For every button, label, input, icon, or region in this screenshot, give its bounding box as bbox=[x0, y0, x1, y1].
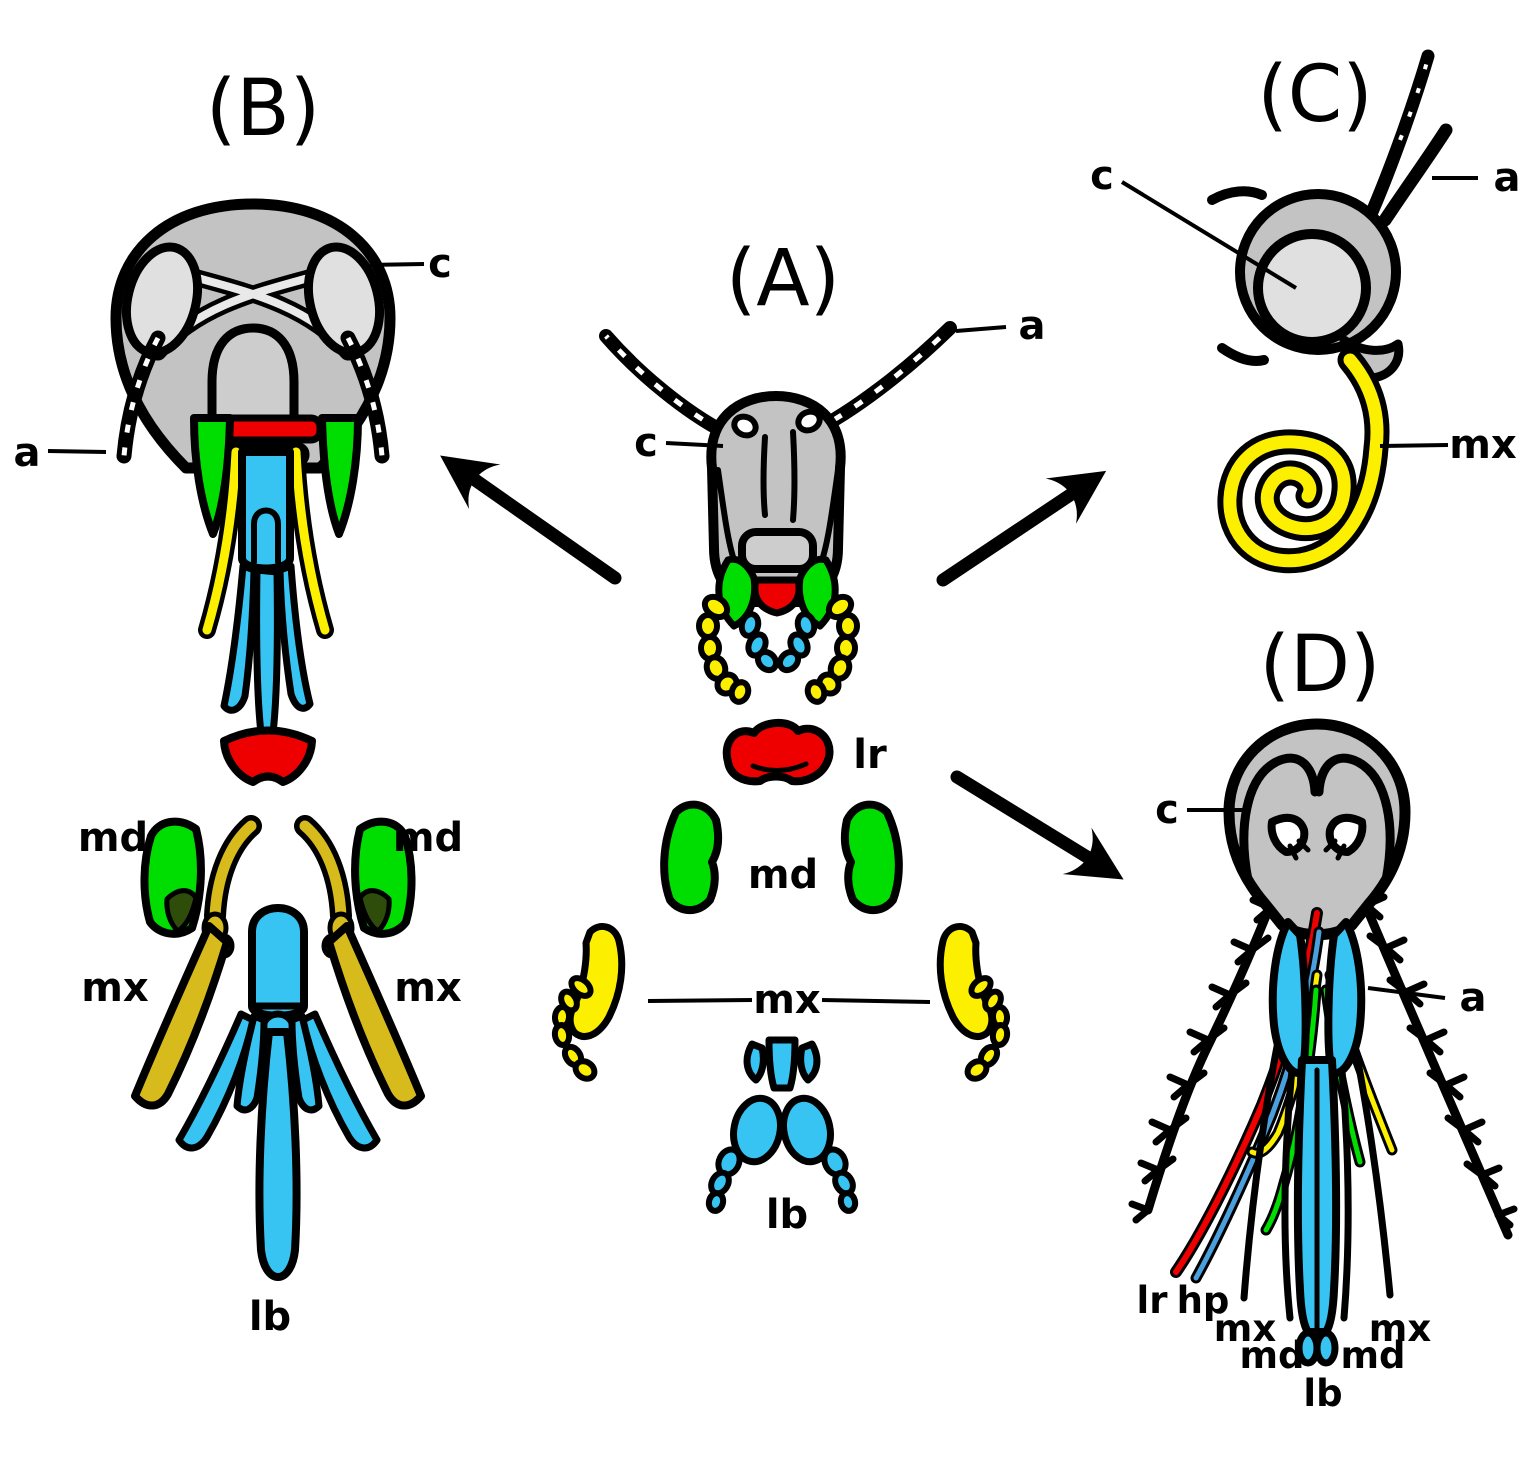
labrum-notch-a bbox=[750, 761, 809, 773]
galea-right-b bbox=[291, 447, 330, 635]
leader-maxilla-c bbox=[1379, 443, 1449, 448]
leader-maxilla-right-a bbox=[821, 998, 931, 1004]
panel-b-title: (B) bbox=[206, 64, 320, 154]
label-maxilla-right-b: mx bbox=[394, 965, 462, 1011]
labella-right-d bbox=[1313, 1329, 1339, 1367]
maxilla-blade-right-b bbox=[325, 922, 425, 1110]
label-maxilla-right-d: mx bbox=[1369, 1307, 1432, 1350]
leader-antenna-b bbox=[47, 449, 107, 454]
cardo-left-b bbox=[209, 820, 257, 922]
maxilla-right-exploded-a bbox=[936, 923, 1011, 1082]
label-cranium-c: c bbox=[1090, 153, 1114, 199]
labium-exploded-a bbox=[705, 1036, 859, 1214]
leader-cranium-b bbox=[369, 262, 425, 267]
mandible-right-molar-b bbox=[357, 888, 392, 934]
transition-arrows bbox=[440, 455, 1124, 880]
label-hypopharynx-d: hp bbox=[1177, 1279, 1230, 1322]
pedicel-claws-d bbox=[1287, 838, 1347, 861]
label-antenna-b: a bbox=[14, 430, 41, 476]
maxilla-left-exploded-a bbox=[551, 923, 626, 1082]
leader-antenna-d bbox=[1367, 986, 1446, 1000]
cardo-right-b bbox=[299, 820, 347, 922]
label-maxilla-c: mx bbox=[1449, 422, 1517, 468]
labrum-on-head-a bbox=[751, 576, 803, 617]
face-sutures-a bbox=[760, 429, 798, 523]
label-labium-d: lb bbox=[1303, 1372, 1342, 1415]
labium-lobe-right-d bbox=[1324, 918, 1366, 1077]
mandible-left-molar-b bbox=[164, 888, 199, 934]
panel-d-title: (D) bbox=[1260, 620, 1381, 710]
maxillary-palp-right-a bbox=[804, 593, 860, 705]
labial-tongue-right-b bbox=[276, 562, 314, 712]
glossa-exploded-b bbox=[255, 1028, 301, 1281]
stylet-hypopharynx-d bbox=[1193, 929, 1322, 1281]
leader-cranium-a bbox=[665, 441, 724, 448]
leader-antenna-a bbox=[955, 325, 1007, 333]
stylet-sheath-lines-d bbox=[1240, 991, 1394, 1322]
label-maxilla-left-b: mx bbox=[81, 965, 149, 1011]
antenna-left-a bbox=[599, 329, 731, 439]
gena-curve-c bbox=[1217, 343, 1269, 366]
label-labrum-d: lr bbox=[1137, 1279, 1169, 1322]
antennal-socket-left-a bbox=[731, 413, 759, 439]
label-maxilla-left-d: mx bbox=[1214, 1307, 1277, 1350]
label-labrum-a: lr bbox=[853, 732, 887, 778]
label-mandible-right-d: md bbox=[1340, 1334, 1405, 1377]
compound-eye-right-d bbox=[1314, 753, 1395, 885]
clypeus-a bbox=[738, 528, 817, 573]
mandible-left-exploded-a bbox=[660, 800, 723, 915]
vertex-tuft-c bbox=[1207, 186, 1267, 205]
labial-palp-left-a bbox=[738, 611, 780, 674]
glossa-on-head-b bbox=[253, 566, 281, 743]
leader-cranium-c bbox=[1120, 180, 1298, 290]
antenna-right-b bbox=[340, 330, 390, 464]
labial-palp-right-b bbox=[299, 1010, 381, 1152]
panel-a-title: (A) bbox=[726, 234, 840, 324]
label-mandible-left-d: md bbox=[1239, 1334, 1304, 1377]
stylet-mandible-left-d bbox=[1263, 987, 1319, 1233]
antenna-left-b bbox=[116, 330, 166, 464]
panel-a: (A) a bbox=[551, 234, 1046, 1238]
labial-tongue-left-b bbox=[220, 562, 258, 714]
prementum-arch-b bbox=[251, 507, 281, 565]
compound-eye-c bbox=[1253, 229, 1371, 347]
compound-eye-left-d bbox=[1239, 753, 1320, 885]
antenna-2-c bbox=[1378, 123, 1453, 227]
labrum-exploded-b bbox=[220, 726, 316, 786]
proboscis-coil-c bbox=[1223, 353, 1384, 568]
label-antenna-d: a bbox=[1460, 975, 1487, 1021]
label-antenna-c: a bbox=[1494, 155, 1521, 201]
panel-d: (D) c a bbox=[1128, 620, 1518, 1415]
panel-c: (C) c a mx bbox=[1090, 49, 1521, 574]
label-cranium-a: c bbox=[634, 420, 658, 466]
antennal-socket-right-a bbox=[795, 408, 823, 434]
label-mandible-right-b: md bbox=[393, 815, 463, 861]
panel-b: (B) c a bbox=[14, 64, 464, 1340]
antenna-1-segments-c bbox=[1398, 57, 1430, 141]
labium-lobe-left-d bbox=[1268, 918, 1310, 1077]
label-cranium-d: c bbox=[1155, 787, 1179, 833]
arrow-a-to-d-icon bbox=[950, 770, 1124, 880]
arrow-a-to-c-icon bbox=[936, 470, 1107, 587]
galea-left-b bbox=[202, 447, 241, 635]
labial-palp-right-a bbox=[776, 611, 818, 674]
label-cranium-b: c bbox=[428, 241, 452, 287]
label-labium-a: lb bbox=[766, 1192, 808, 1238]
arrow-a-to-b-icon bbox=[440, 455, 622, 585]
leader-maxilla-left-a bbox=[647, 998, 753, 1003]
panel-c-title: (C) bbox=[1257, 50, 1372, 140]
mandible-right-on-head-b bbox=[318, 414, 362, 538]
maxillary-palp-left-a bbox=[696, 593, 752, 705]
maxilla-blade-left-b bbox=[131, 922, 231, 1110]
label-labium-b: lb bbox=[249, 1294, 291, 1340]
label-maxillae-a: mx bbox=[753, 977, 821, 1023]
label-mandibles-a: md bbox=[748, 852, 818, 898]
label-antenna-a: a bbox=[1019, 303, 1046, 349]
label-mandible-left-b: md bbox=[78, 815, 148, 861]
prementum-exploded-b bbox=[248, 904, 308, 1020]
antenna-segments-a bbox=[604, 326, 952, 435]
labial-palp-left-b bbox=[175, 1010, 257, 1152]
mandible-right-exploded-a bbox=[840, 800, 903, 915]
